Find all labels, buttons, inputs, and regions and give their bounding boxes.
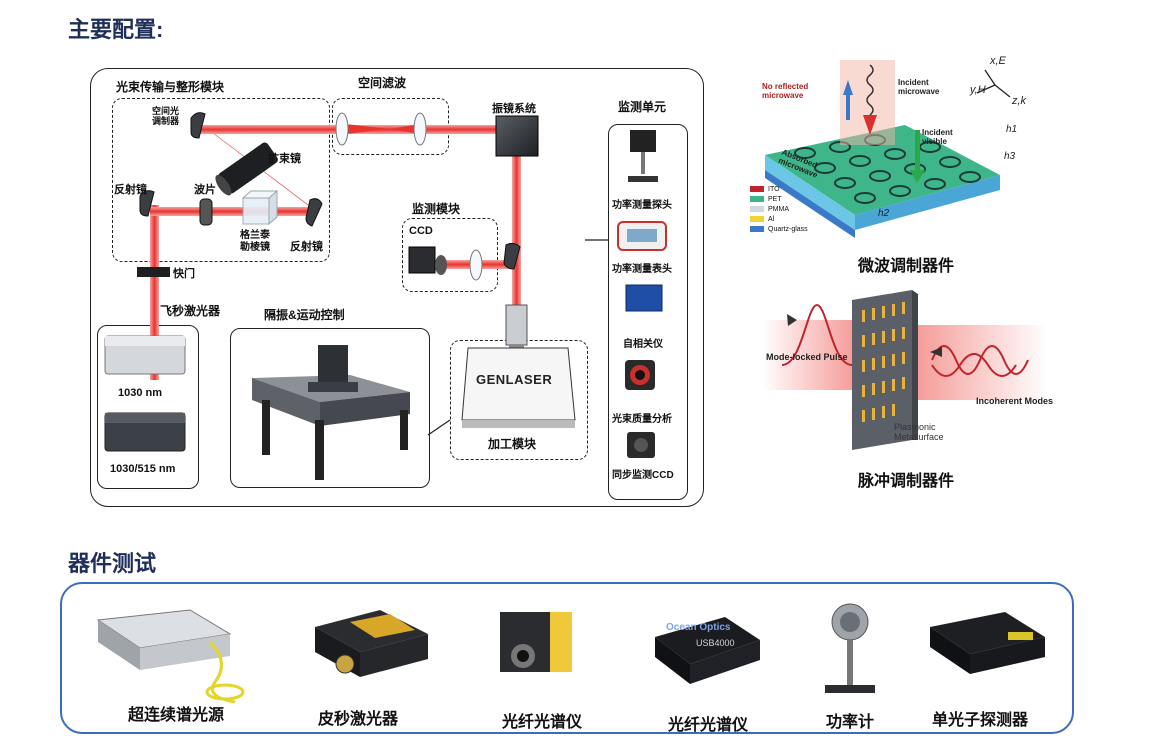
monitor-item: 同步监测CCD [612,470,674,481]
legend-label: PET [768,195,782,203]
monitor-unit-title: 监测单元 [618,100,667,114]
legend-item: Quartz-glass [750,224,808,234]
legend-label: Al [768,215,775,223]
waveplate-label: 波片 [194,184,216,196]
monitor-module-title: 监测模块 [412,202,461,216]
legend-label: Quartz-glass [768,225,808,233]
laser-1030-label: 1030 nm [118,387,163,399]
monitor-item: 功率测量表头 [612,264,672,275]
usb4000-label: USB4000 [696,638,735,648]
laser-1030-515-label: 1030/515 nm [110,463,176,475]
h3-label: h3 [1004,151,1016,162]
slm-label: 空间光调制器 [152,106,180,126]
fs-laser-title: 飞秒激光器 [160,304,221,318]
device-label: 单光子探测器 [932,712,1029,729]
device-label: 超连续谱光源 [128,707,225,724]
axis-z-label: z,k [1012,95,1027,107]
device-label: 皮秒激光器 [318,711,399,728]
incident-microwave-label: Incident microwave [898,78,940,96]
device-test-title: 器件测试 [68,551,157,576]
h2-label: h2 [878,208,890,219]
legend-item: PMMA [750,204,808,214]
main-config-title: 主要配置: [68,17,164,42]
metasurface-label-2: Metasurface [894,432,944,442]
ocean-optics-logo: Ocean Optics [666,622,731,633]
legend-item: PET [750,194,808,204]
axis-x-label: x,E [990,55,1006,67]
shutter-label: 快门 [173,268,195,280]
mirror-left-label: 反射镜 [114,184,147,196]
glan-prism-label: 格兰泰勒棱镜 [240,230,270,253]
ccd-label: CCD [409,225,433,237]
microwave-device-title: 微波调制器件 [858,258,955,275]
mode-locked-label: Mode-locked Pulse [766,352,848,362]
device-label: 光纤光谱仪 [668,717,749,734]
incident-visible-label: Incident visible [922,128,953,146]
device-label: 光纤光谱仪 [502,714,583,731]
legend-swatch [750,216,764,222]
device-test-images [96,603,1045,704]
incoherent-label: Incoherent Modes [976,396,1054,406]
legend-label: ITO [768,185,780,193]
h1-label: h1 [1006,124,1018,135]
monitor-item: 自相关仪 [623,339,663,350]
galvo-label: 振镜系统 [492,103,536,115]
slm-mirror [190,112,206,139]
legend-label: PMMA [768,205,789,213]
no-reflected-label: No reflected microwave [762,82,809,100]
beam-module-title: 光束传输与整形模块 [116,80,225,94]
axis-y-label: y,H [970,84,986,96]
legend-swatch [750,226,764,232]
isolation-title: 隔振&运动控制 [264,308,345,322]
monitor-module-box [402,218,498,292]
optical-path-diagram [104,112,667,480]
spatial-filter-title: 空间滤波 [358,76,407,90]
monitor-item: 光束质量分析 [612,414,672,425]
processing-module-label: 加工模块 [488,437,537,451]
beam-module-box [112,98,330,262]
legend-item: ITO [750,184,808,194]
legend-item: Al [750,214,808,224]
monitor-item: 功率测量探头 [612,200,672,211]
microwave-device-figure [765,60,1011,238]
beam-expander-label: 扩束镜 [268,153,301,165]
device-label: 功率计 [826,714,875,731]
layer-legend: ITO PET PMMA Al Quartz-glass [750,184,808,234]
legend-swatch [750,186,764,192]
mirror-right-label: 反射镜 [290,241,323,253]
legend-swatch [750,206,764,212]
legend-swatch [750,196,764,202]
pulse-device-figure [762,290,1047,450]
device-test-frame [60,582,1074,734]
pulse-device-title: 脉冲调制器件 [858,473,955,490]
genlaser-text: GENLASER [476,372,553,387]
metasurface-label-1: Plasmonic [894,422,936,432]
